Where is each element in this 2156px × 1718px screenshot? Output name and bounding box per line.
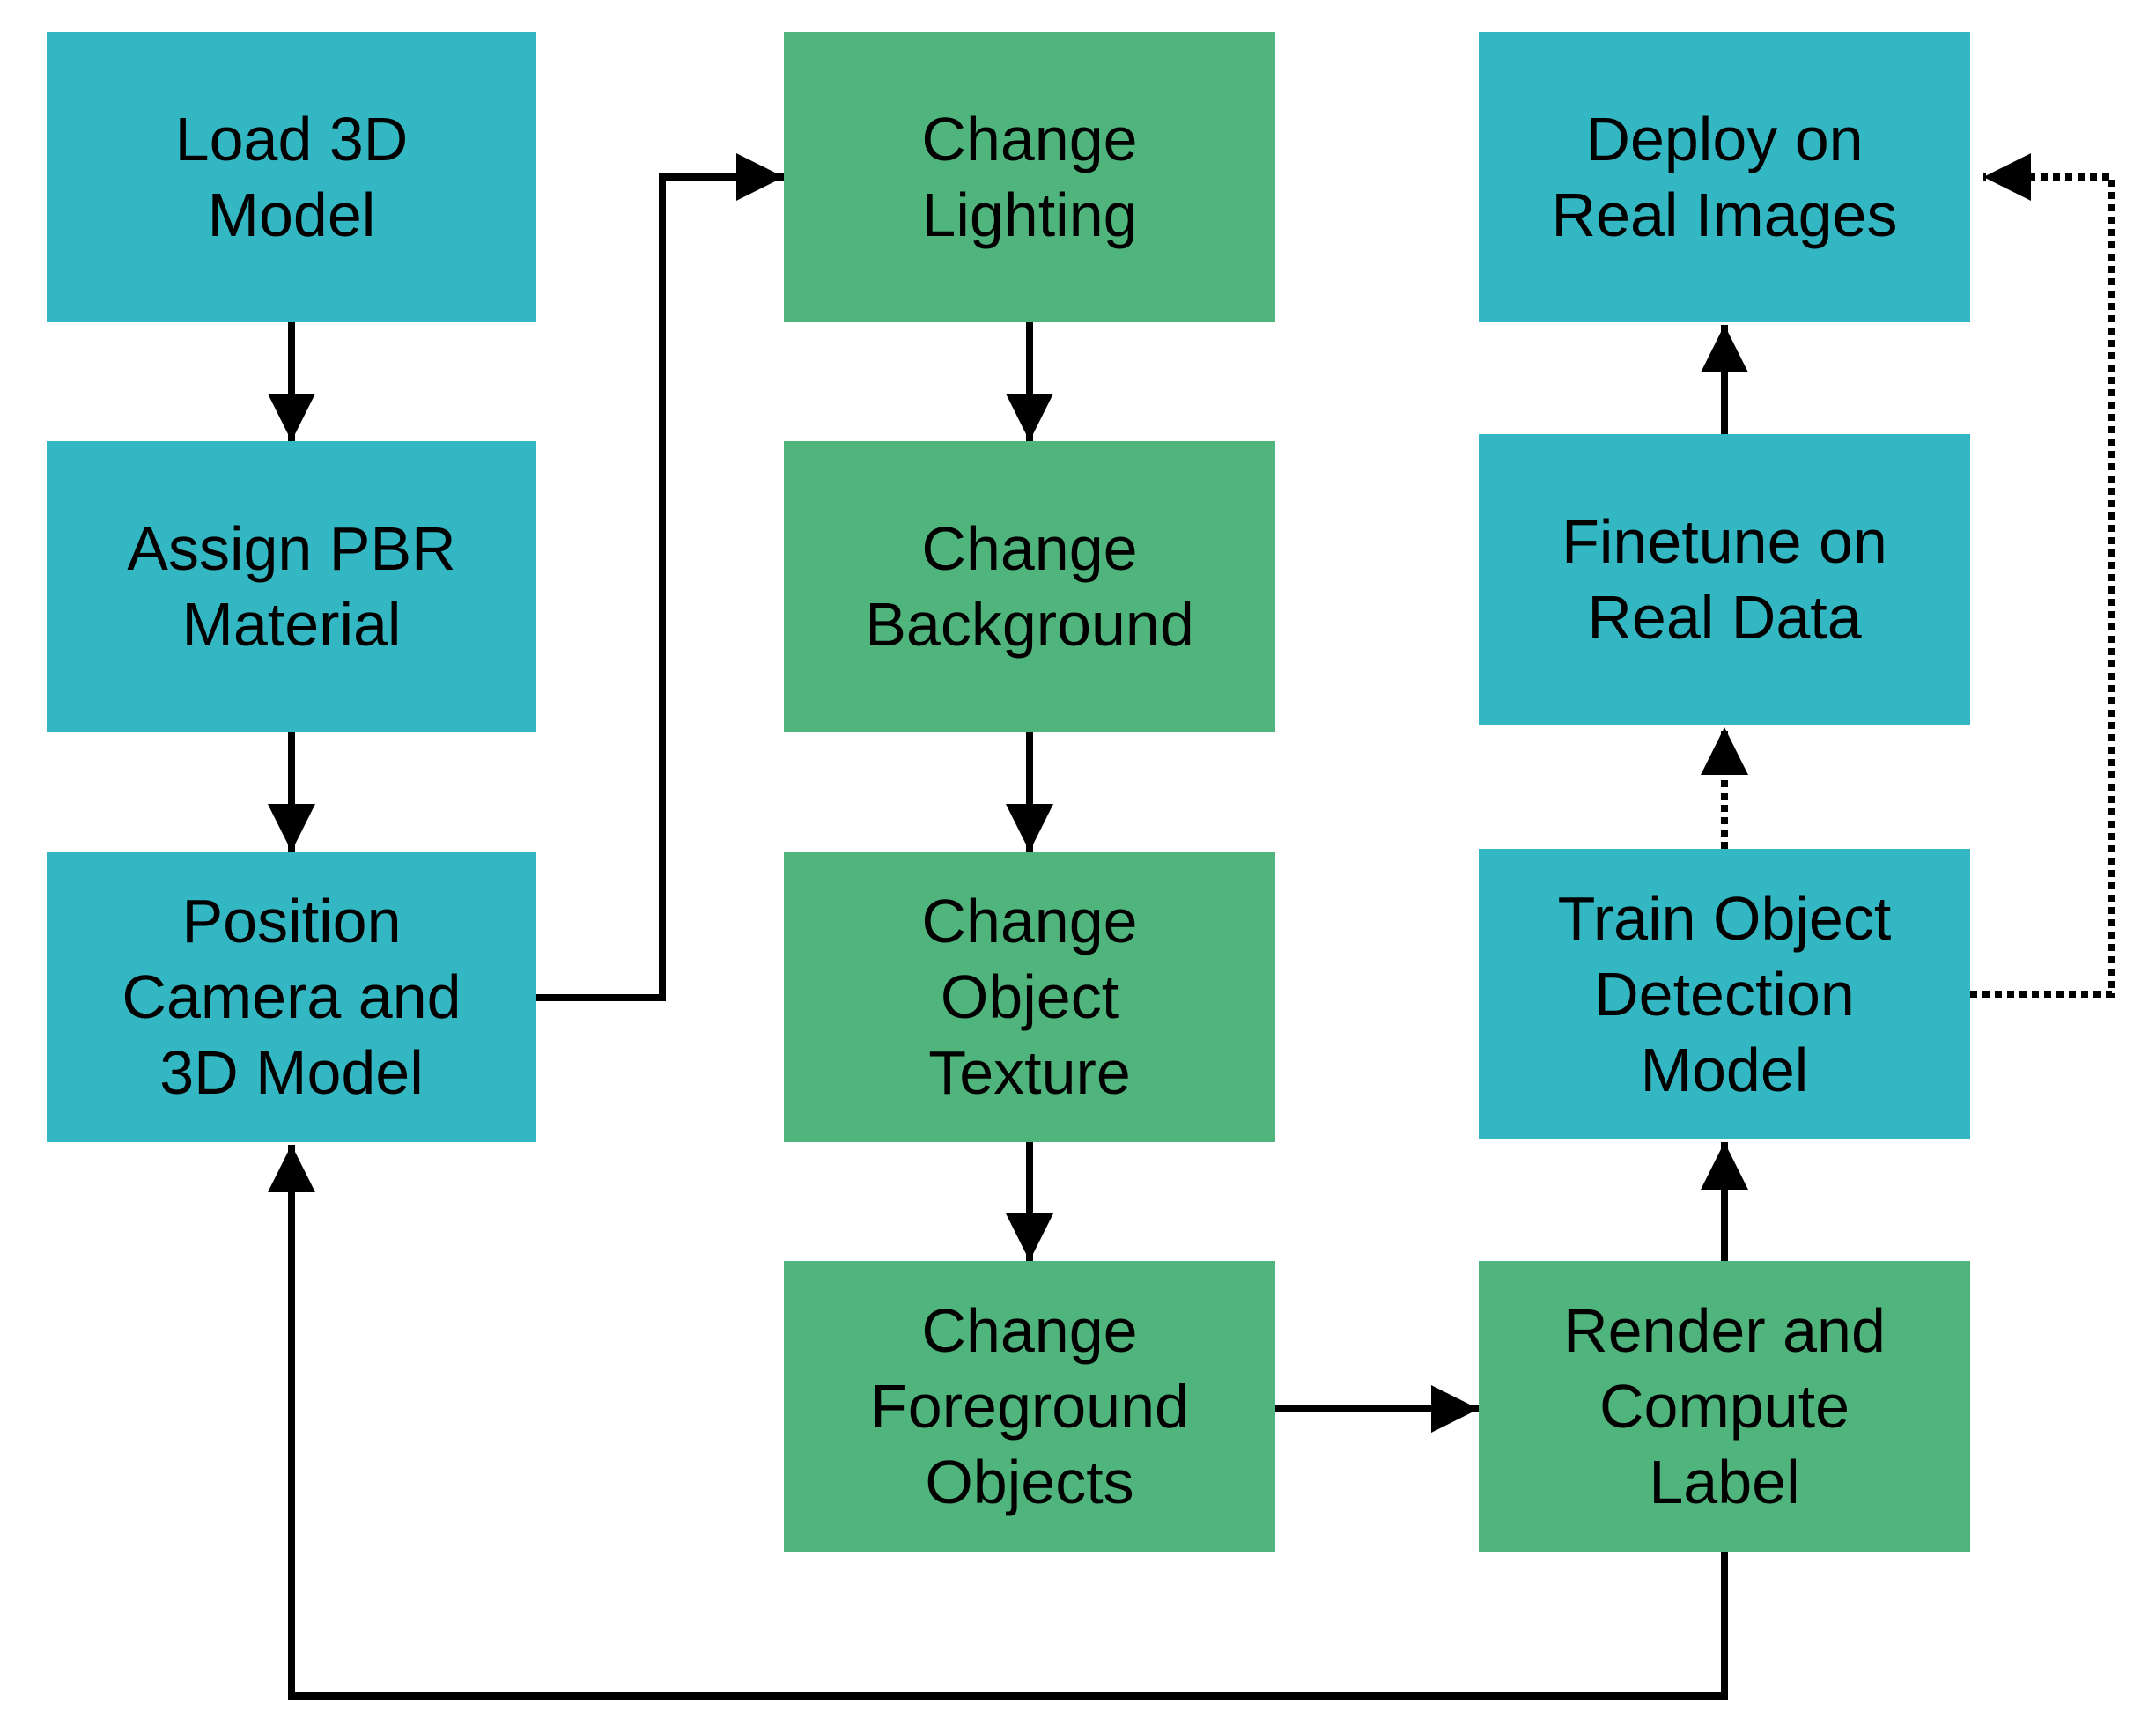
node-finetune-real-data: Finetune on Real Data bbox=[1479, 434, 1970, 725]
node-label-assign-pbr-material-line-2: Material bbox=[182, 590, 402, 659]
node-label-deploy-real-images-line-1: Deploy on bbox=[1585, 105, 1863, 173]
node-label-position-camera-line-3: 3D Model bbox=[159, 1038, 424, 1107]
node-box-render-compute-label bbox=[1479, 1261, 1970, 1552]
node-load-3d-model: Load 3D Model bbox=[47, 32, 536, 322]
node-label-render-compute-label-line-3: Label bbox=[1649, 1448, 1799, 1516]
edges-layer bbox=[268, 153, 2115, 1700]
node-label-change-object-texture-line-3: Texture bbox=[928, 1038, 1131, 1107]
node-label-finetune-real-data-line-1: Finetune on bbox=[1562, 507, 1887, 576]
node-box-change-background bbox=[784, 441, 1275, 732]
node-label-change-lighting-line-2: Lighting bbox=[921, 181, 1137, 249]
edge-render-compute-label-to-position-camera bbox=[268, 1145, 1728, 1700]
node-box-assign-pbr-material bbox=[47, 441, 536, 732]
node-label-finetune-real-data-line-2: Real Data bbox=[1587, 583, 1861, 652]
node-box-change-lighting bbox=[784, 32, 1275, 322]
node-box-change-object-texture bbox=[784, 852, 1275, 1142]
node-label-load-3d-model-line-2: Model bbox=[208, 181, 376, 249]
node-label-change-foreground-objects-line-3: Objects bbox=[925, 1448, 1133, 1516]
node-label-change-object-texture-line-2: Object bbox=[941, 962, 1119, 1031]
node-label-train-object-detection-line-3: Model bbox=[1641, 1036, 1809, 1104]
edge-train-object-detection-to-deploy-real-images-dotted bbox=[1970, 153, 2115, 998]
node-label-position-camera-line-2: Camera and bbox=[122, 962, 461, 1031]
node-assign-pbr-material: Assign PBR Material bbox=[47, 441, 536, 732]
node-box-load-3d-model bbox=[47, 32, 536, 322]
node-box-finetune-real-data bbox=[1479, 434, 1970, 725]
node-label-render-compute-label-line-2: Compute bbox=[1599, 1372, 1850, 1441]
node-box-train-object-detection bbox=[1479, 849, 1970, 1139]
node-label-change-foreground-objects-line-1: Change bbox=[921, 1296, 1137, 1365]
node-label-change-object-texture-line-1: Change bbox=[921, 887, 1137, 955]
node-box-position-camera bbox=[47, 852, 536, 1142]
node-label-train-object-detection-line-2: Detection bbox=[1594, 960, 1855, 1029]
node-label-deploy-real-images-line-2: Real Images bbox=[1552, 181, 1898, 249]
node-label-change-foreground-objects-line-2: Foreground bbox=[870, 1372, 1189, 1441]
node-label-position-camera-line-1: Position bbox=[181, 887, 401, 955]
node-deploy-real-images: Deploy on Real Images bbox=[1479, 32, 1970, 322]
node-label-load-3d-model-line-1: Load 3D bbox=[175, 105, 409, 173]
node-label-change-lighting-line-1: Change bbox=[921, 105, 1137, 173]
node-label-train-object-detection-line-1: Train Object bbox=[1558, 884, 1892, 953]
edge-position-camera-to-change-lighting bbox=[536, 153, 784, 1001]
node-label-change-background-line-2: Background bbox=[865, 590, 1194, 659]
node-box-deploy-real-images bbox=[1479, 32, 1970, 322]
node-label-render-compute-label-line-1: Render and bbox=[1563, 1296, 1886, 1365]
node-box-change-foreground-objects bbox=[784, 1261, 1275, 1552]
node-label-assign-pbr-material-line-1: Assign PBR bbox=[127, 514, 455, 583]
node-label-change-background-line-1: Change bbox=[921, 514, 1137, 583]
